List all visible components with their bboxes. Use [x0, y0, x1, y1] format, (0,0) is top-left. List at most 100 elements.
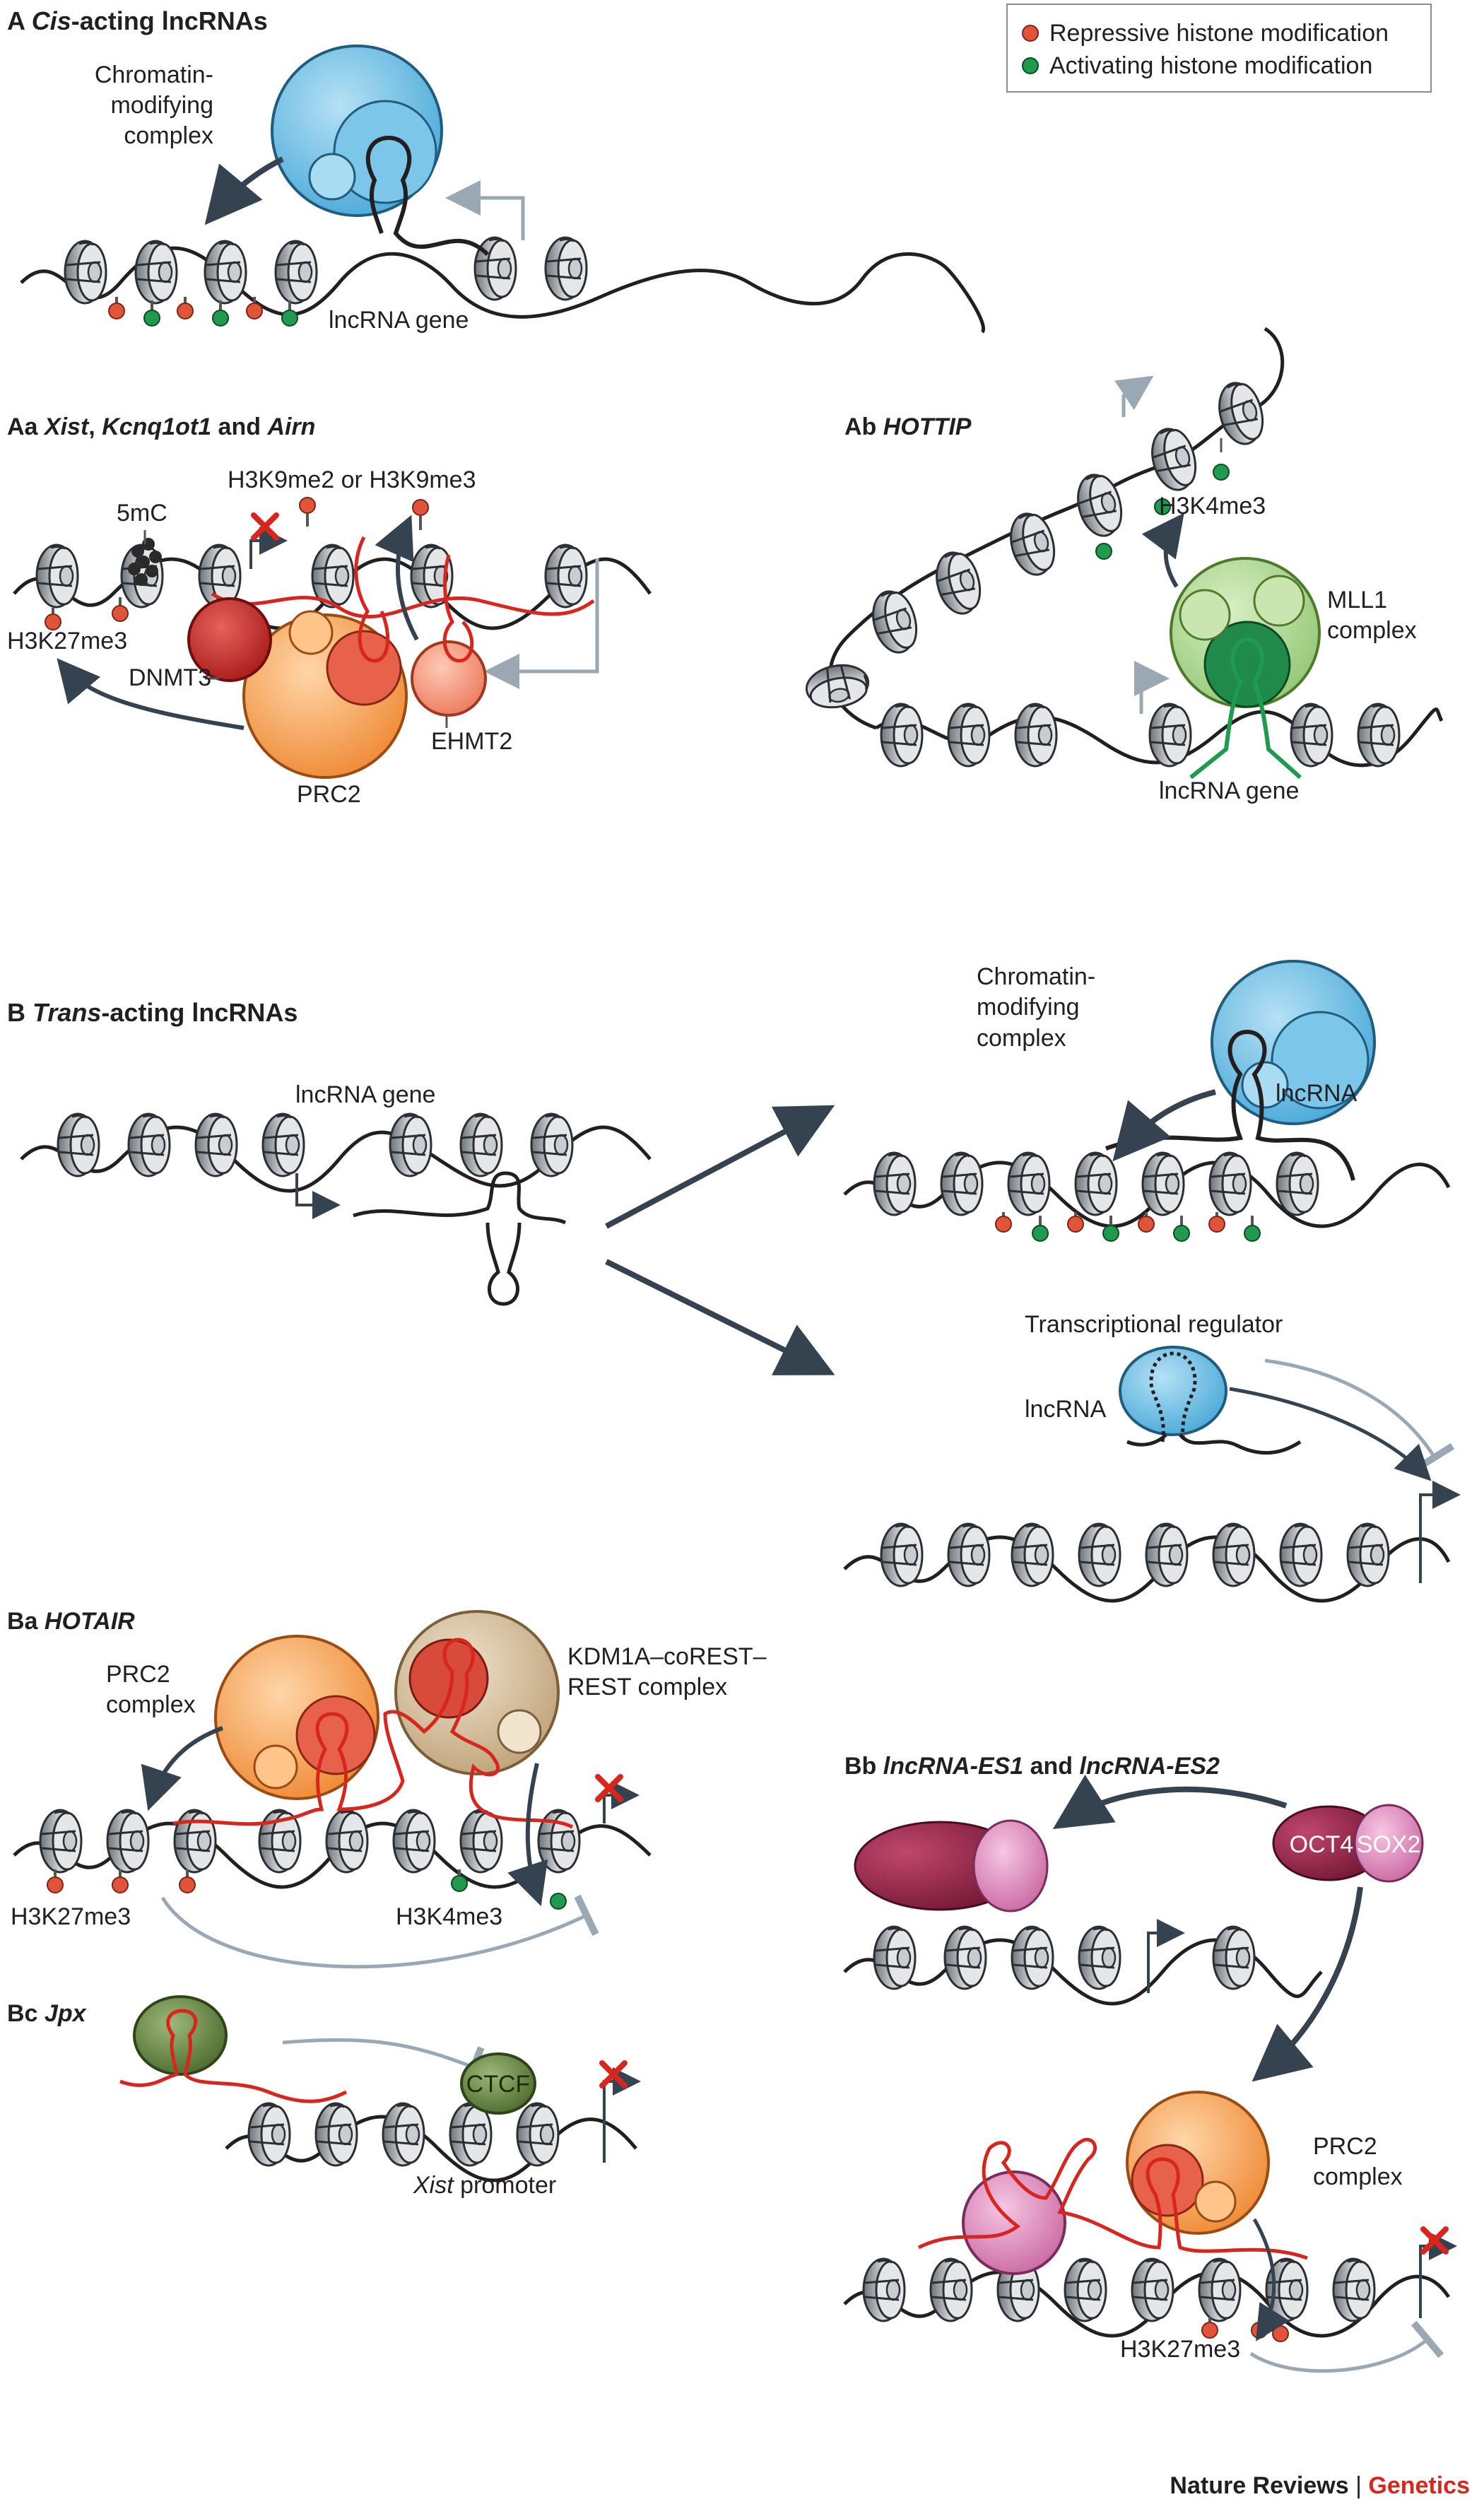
es-lncrna — [917, 2137, 1308, 2260]
tss-arrow — [1114, 375, 1154, 417]
jpx-lncrna — [119, 2009, 348, 2103]
nucleosome — [1011, 1925, 1054, 1990]
nucleosome — [247, 2102, 291, 2167]
nucleosome — [194, 1112, 238, 1177]
lncrna-hairpin — [1189, 637, 1302, 780]
nucleosome — [1141, 1151, 1185, 1216]
kdm-label-2: REST complex — [567, 1674, 727, 1700]
prc2-label: PRC2 — [297, 781, 361, 808]
oct4-sox2-complex-bound — [854, 1819, 1049, 1912]
complex-label-1: Chromatin- — [95, 61, 213, 88]
h3k27-label: H3K27me3 — [7, 628, 127, 654]
nucleosome — [1007, 1151, 1051, 1216]
h3k4-label: H3K4me3 — [1159, 493, 1266, 519]
nucleosome — [1064, 2257, 1107, 2322]
hotair-lncrna — [172, 1638, 574, 1829]
complex-label-1: Chromatin- — [977, 963, 1095, 990]
free-lncrna — [485, 1222, 522, 1306]
nucleosome — [802, 659, 873, 713]
complex-label-3: complex — [977, 1025, 1066, 1052]
lncrna-strand — [1126, 1433, 1302, 1455]
kdm1a-corest-rest-complex — [394, 1610, 560, 1775]
nucleosome — [880, 703, 924, 768]
nucleosome — [274, 240, 318, 305]
nucleosome — [1279, 1522, 1323, 1587]
legend-activating-label: Activating histone modification — [1049, 52, 1372, 79]
repression-x-icon — [1423, 2229, 1446, 2252]
nucleosome — [261, 1112, 305, 1177]
nucleosome — [64, 240, 107, 305]
panel-ba-title: Ba HOTAIR — [7, 1608, 135, 1635]
methylation-arrow — [1252, 2218, 1290, 2341]
ehmt2-complex — [411, 640, 487, 717]
nucleosome — [929, 2257, 973, 2322]
branch-arrow-down — [605, 1259, 835, 1375]
released-mark-icon — [550, 1893, 567, 1910]
mll1-complex — [1170, 557, 1321, 708]
nucleosome — [1332, 2257, 1376, 2322]
tss-arrow — [295, 1173, 341, 1219]
activation-arrow — [1229, 1387, 1432, 1481]
nucleosome — [947, 1522, 991, 1587]
nucleosome — [325, 1809, 369, 1874]
oct4-sox2-complex: OCT4 SOX2 — [1272, 1804, 1424, 1883]
nucleosome — [940, 1151, 984, 1216]
inhibition-arrow — [1264, 1358, 1455, 1472]
nucleosome — [1198, 2257, 1242, 2322]
lncrna-strand — [211, 592, 595, 618]
nucleosome — [1145, 423, 1203, 496]
nucleosome — [544, 543, 588, 609]
dna-strand — [843, 1938, 1323, 2006]
nucleosome — [1071, 469, 1129, 542]
h3k4-arrow — [1141, 512, 1184, 588]
panel-aa-title: Aa Xist, Kcnq1ot1 and Airn — [7, 413, 315, 440]
nucleosome — [1003, 507, 1061, 581]
nucleosome — [314, 2102, 358, 2167]
chromatin-modifying-complex — [1211, 960, 1376, 1125]
nucleosome — [1212, 1522, 1256, 1587]
nucleosome — [1011, 1522, 1054, 1587]
h3k9-label: H3K9me2 or H3K9me3 — [228, 466, 476, 493]
nucleosome — [459, 1809, 503, 1874]
prc2-label-2: complex — [1313, 2163, 1403, 2190]
repression-x-icon — [254, 515, 276, 538]
ehmt2-label: EHMT2 — [431, 728, 512, 755]
tss-arrow — [1147, 1919, 1185, 1993]
jpx-rna-protein — [133, 1995, 228, 2076]
kdm-label-1: KDM1A–coREST– — [567, 1643, 767, 1670]
complex-label-2: modifying — [977, 994, 1080, 1021]
panel-a: A Cis-acting lncRNAs Chromatin- modifyin… — [7, 6, 986, 334]
nucleosome — [1212, 1925, 1256, 1990]
nucleosome — [947, 703, 991, 768]
nucleosome — [204, 240, 247, 305]
prc2-complex — [1126, 2091, 1270, 2235]
oct4-label: OCT4 — [1290, 1831, 1354, 1858]
lncrna-hairpin — [365, 135, 490, 257]
nucleosome — [1145, 1522, 1189, 1587]
tss-arrow — [445, 180, 525, 240]
prc2-label-1: PRC2 — [106, 1661, 170, 1688]
mll1-label-1: MLL1 — [1327, 587, 1387, 613]
panel-b-title: B Trans-acting lncRNAs — [7, 998, 298, 1027]
rna-hairpin — [442, 554, 474, 663]
5mc-label: 5mC — [117, 500, 167, 527]
nucleosome — [943, 1925, 987, 1990]
nucleosome — [1276, 1151, 1319, 1216]
nucleosome — [516, 2102, 560, 2167]
nucleosome — [382, 2102, 425, 2167]
nucleosome — [389, 1112, 432, 1177]
nucleosome — [1078, 1522, 1121, 1587]
mll1-label-2: complex — [1327, 617, 1417, 644]
dna-looped-strand — [828, 327, 1444, 768]
panel-aa: Aa Xist, Kcnq1ot1 and Airn — [7, 413, 652, 808]
tss-arrow — [1419, 1481, 1461, 1583]
transcriptional-regulator-label: Transcriptional regulator — [1025, 1311, 1283, 1338]
nucleosome — [873, 1925, 917, 1990]
demethylation-arrow — [507, 1763, 548, 1907]
prc2-label-1: PRC2 — [1313, 2133, 1377, 2160]
ctcf-label: CTCF — [466, 2071, 531, 2098]
h3k27-label: H3K27me3 — [1120, 2336, 1240, 2363]
h3k27-arrow — [57, 658, 245, 730]
branch-arrow-up — [605, 1105, 835, 1229]
legend: Repressive histone modification Activati… — [1006, 4, 1432, 93]
